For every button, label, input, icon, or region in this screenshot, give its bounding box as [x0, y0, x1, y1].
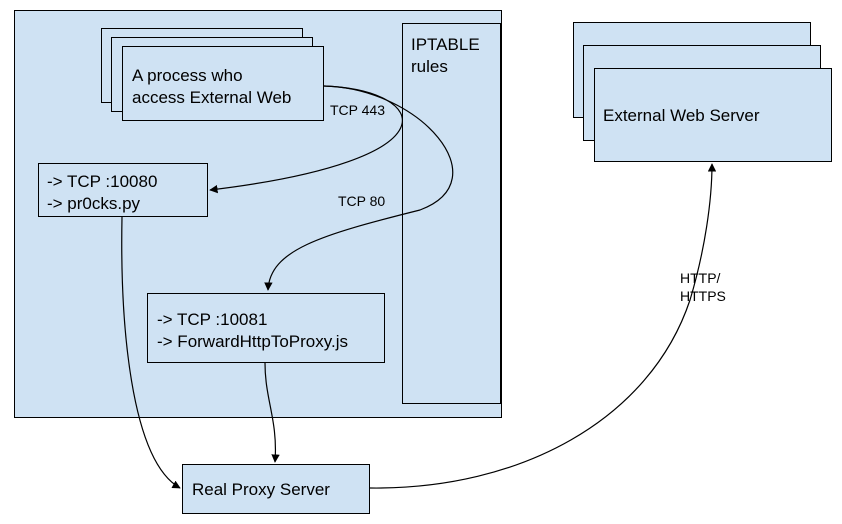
tcp-10081-label-line2: -> ForwardHttpToProxy.js [157, 332, 348, 351]
tcp-10080-label-line1: -> TCP :10080 [47, 172, 158, 191]
process-label-line1: A process who [132, 66, 243, 85]
external-web-server-label: External Web Server [603, 106, 760, 125]
edge-label-http-line2: HTTPS [680, 288, 726, 304]
tcp-10080-label-line2: -> pr0cks.py [47, 194, 141, 213]
iptable-label-line2: rules [411, 57, 448, 76]
edge-label-tcp-80: TCP 80 [338, 193, 386, 209]
external-web-server-box [594, 68, 832, 162]
real-proxy-server-box [182, 464, 370, 514]
tcp-10081-box [147, 293, 385, 363]
real-proxy-server-label: Real Proxy Server [192, 480, 330, 499]
process-label-line2: access External Web [132, 88, 292, 107]
iptable-label-line1: IPTABLE [411, 35, 480, 54]
tcp-10080-box [38, 163, 208, 217]
tcp-10081-label-line1: -> TCP :10081 [157, 310, 268, 329]
iptable-rules-box [402, 23, 501, 404]
edge-label-http-line1: HTTP/ [680, 270, 721, 286]
edge-label-tcp-443: TCP 443 [330, 102, 385, 118]
